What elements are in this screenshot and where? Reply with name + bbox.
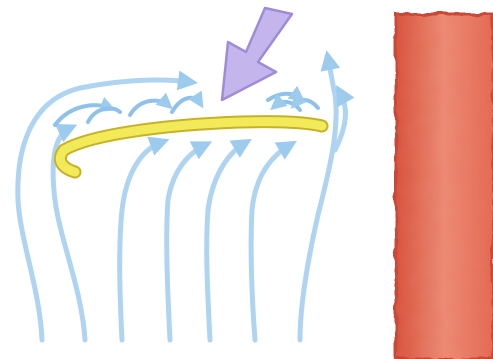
airflow-streamline-icon [167,145,205,340]
downward-force-arrow-icon [222,8,292,100]
airflow-streamline-icon [120,142,162,340]
airflow-streamline-icon [251,145,290,340]
airflow-streamline-icon [207,143,245,340]
airflow-streamline-icon [18,80,190,340]
eddy-arrow-icon [130,101,168,115]
eddy-arrow-icon [88,108,120,122]
eddy-arrow-icon [268,94,300,100]
red-wall-block-icon [396,14,493,359]
eddy-arrow-icon [172,98,200,112]
